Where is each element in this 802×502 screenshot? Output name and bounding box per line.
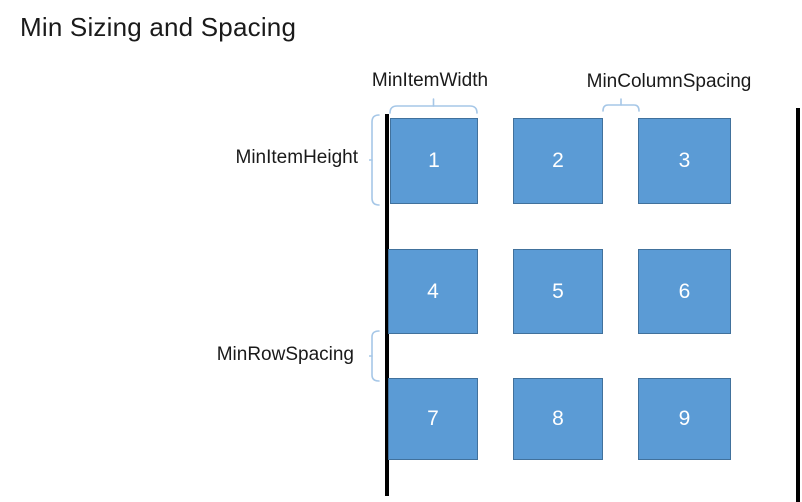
min-row-spacing-label: MinRowSpacing (216, 344, 354, 365)
grid-item-5: 5 (513, 249, 603, 334)
min-item-width-label: MinItemWidth (371, 70, 489, 91)
grid-item-number: 5 (552, 279, 564, 303)
min-item-height-brace-icon (369, 114, 380, 206)
min-column-spacing-label: MinColumnSpacing (586, 71, 752, 92)
min-row-spacing-brace-icon (369, 330, 380, 382)
grid-item-number: 7 (427, 407, 439, 430)
grid-item-number: 6 (678, 279, 691, 303)
grid-item-3: 3 (638, 118, 731, 204)
grid-item-number: 3 (678, 149, 691, 172)
grid-item-2: 2 (513, 118, 603, 204)
grid-item-6: 6 (638, 249, 731, 334)
min-item-height-label: MinItemHeight (235, 147, 359, 168)
grid-item-number: 2 (552, 149, 564, 172)
grid-item-number: 1 (428, 149, 440, 172)
right-edge-line (796, 108, 800, 502)
grid-item-8: 8 (513, 378, 603, 460)
grid-item-number: 4 (427, 279, 439, 303)
grid-item-4: 4 (388, 249, 478, 334)
min-column-spacing-brace-icon (602, 98, 640, 112)
grid-item-7: 7 (388, 378, 478, 460)
left-edge-line (385, 114, 389, 496)
grid-item-number: 8 (552, 407, 564, 430)
min-item-width-brace-icon (389, 98, 478, 114)
page-title: Min Sizing and Spacing (20, 12, 297, 42)
grid-item-9: 9 (638, 378, 731, 460)
grid-item-1: 1 (390, 118, 478, 204)
grid-item-number: 9 (678, 407, 691, 430)
